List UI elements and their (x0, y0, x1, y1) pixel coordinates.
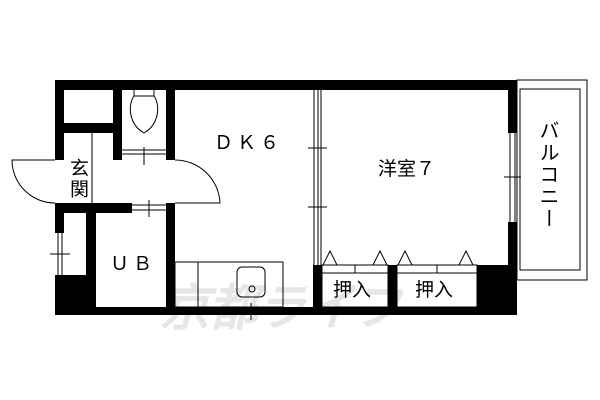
wall-right-upper (508, 80, 517, 133)
room-label-closet-1: 押入 (333, 279, 372, 301)
entrance-door (11, 159, 56, 204)
closet-2 (396, 264, 478, 308)
wall-left-upper (55, 80, 64, 160)
wall-top (55, 80, 517, 90)
wall-right-lower (508, 222, 517, 315)
dk-door (174, 159, 221, 204)
wall-genkan-stub (64, 203, 92, 213)
wall-closet-divider (388, 265, 397, 315)
right-window (504, 133, 521, 222)
room-label-entrance: 玄関 (67, 158, 89, 200)
kitchen-counter (174, 261, 284, 308)
balcony-outline (516, 79, 588, 281)
bath-sliding-door (132, 200, 166, 217)
room-label-western-room: 洋室７ (378, 158, 436, 180)
toilet-door (122, 147, 166, 165)
kitchen-window (225, 303, 277, 320)
wall-ub-top (86, 203, 132, 213)
wall-closet-bottom (64, 123, 122, 133)
closet-1 (321, 264, 389, 308)
room-label-dk: ＤＫ６ (214, 132, 284, 154)
walls (55, 80, 517, 315)
balcony-inner-outline (519, 88, 581, 271)
room-label-unit-bath: ＵＢ (110, 253, 157, 275)
wall-toilet-left (113, 90, 122, 160)
left-window (50, 233, 70, 275)
toilet-icon (129, 90, 159, 134)
partition-sliding-doors (308, 90, 327, 265)
wall-left-mid (55, 203, 64, 233)
wall-partition-bottom (313, 265, 322, 315)
sink-icon (236, 266, 266, 298)
room-label-balcony: バルコニー (536, 120, 560, 230)
wall-bottom (55, 307, 517, 315)
wall-dk-left-lower (166, 203, 175, 315)
room-label-closet-2: 押入 (415, 279, 454, 301)
wall-ub-left (86, 203, 96, 315)
closet-door-marks (322, 249, 474, 266)
wall-toilet-right (166, 90, 175, 160)
